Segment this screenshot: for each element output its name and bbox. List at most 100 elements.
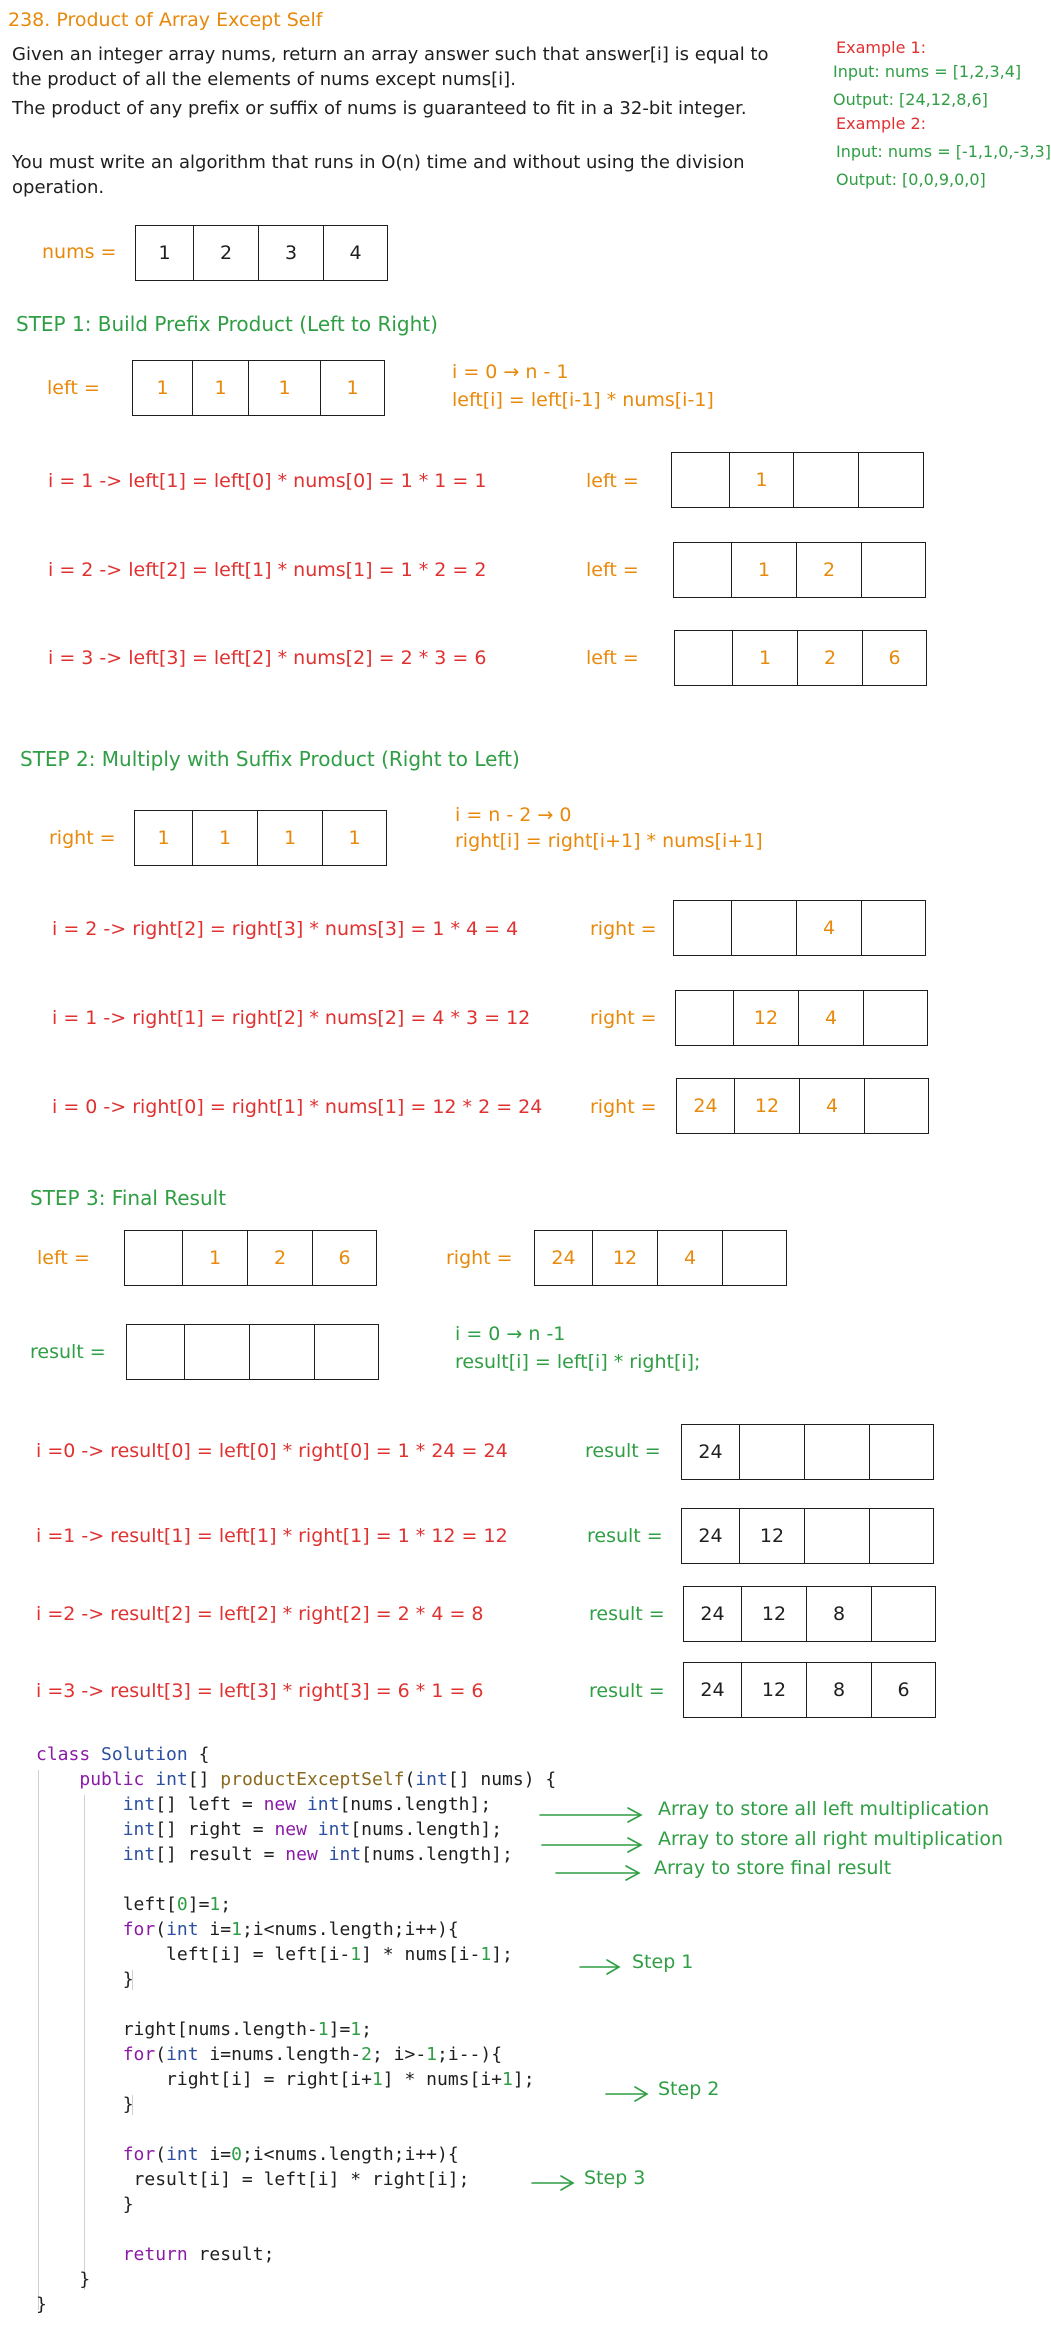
example-1-input: Input: nums = [1,2,3,4] (833, 62, 1022, 81)
step1-note: Step 1 (632, 1951, 694, 1973)
step1-row3-array-cell-1: 1 (733, 631, 798, 685)
step3-result-init-array-cell-1 (185, 1325, 250, 1379)
example-1-title: Example 1: (836, 38, 927, 57)
step2-right-init-array-cell-2: 1 (258, 811, 323, 865)
step2-row2-label: right = (590, 1007, 657, 1029)
step1-row2-label: left = (586, 559, 639, 581)
step3-iteration-1: i =0 -> result[0] = left[0] * right[0] =… (36, 1440, 508, 1462)
step1-row3-array-cell-3: 6 (888, 647, 901, 669)
step1-iteration-2: i = 2 -> left[2] = left[1] * nums[1] = 1… (48, 559, 487, 581)
step3-row4-array-cell-2: 8 (807, 1663, 872, 1717)
step3-result-init-array-cell-2 (250, 1325, 315, 1379)
step3-row1-array-cell-0: 24 (682, 1425, 740, 1479)
step3-result-init-array-cell-0 (127, 1325, 185, 1379)
step3-heading: STEP 3: Final Result (30, 1186, 227, 1210)
step2-heading: STEP 2: Multiply with Suffix Product (Ri… (20, 747, 520, 771)
code-line: left[0]=1; (36, 1894, 232, 1915)
result-array-note: Array to store final result (654, 1857, 892, 1879)
step1-row1-array-cell-2 (794, 453, 859, 507)
code-line: right[nums.length-1]=1; (36, 2019, 372, 2040)
code-line: result[i] = left[i] * right[i]; (36, 2169, 470, 2190)
step3-row1-array: 24 (681, 1424, 934, 1480)
code-line: return result; (122, 2244, 275, 2265)
step3-right-array-cell-1: 12 (593, 1231, 658, 1285)
step3-left-array-cell-3: 6 (338, 1247, 351, 1269)
step3-row1-array-cell-2 (805, 1425, 870, 1479)
step3-row2-array-cell-1: 12 (740, 1509, 805, 1563)
nums-array-cell-0: 1 (136, 226, 194, 280)
step1-row1-label: left = (586, 470, 639, 492)
step3-iteration-3: i =2 -> result[2] = left[2] * right[2] =… (36, 1603, 484, 1625)
arrow-right-note (541, 1837, 643, 1853)
code-line: for(int i=0;i<nums.length;i++){ (122, 2144, 459, 2165)
code-line: for(int i=1;i<nums.length;i++){ (122, 1919, 459, 1940)
step3-row3-array-cell-1: 12 (742, 1587, 807, 1641)
step3-row3-array-cell-0: 24 (684, 1587, 742, 1641)
step3-left-array-cell-1: 1 (183, 1231, 248, 1285)
step1-row1-array: 1 (671, 452, 924, 508)
step2-iteration-1: i = 2 -> right[2] = right[3] * nums[3] =… (52, 918, 519, 940)
step3-result-init-array (126, 1324, 379, 1380)
step2-right-init-array-cell-0: 1 (135, 811, 193, 865)
code-indent-guide-1 (38, 1770, 39, 2310)
problem-description-2: The product of any prefix or suffix of n… (12, 98, 747, 119)
step3-row4-array-cell-3: 6 (897, 1679, 910, 1701)
step1-row2-array-cell-1: 1 (732, 543, 797, 597)
solution-code: class Solution { public int[] productExc… (36, 1742, 556, 2317)
step3-iteration-2: i =1 -> result[1] = left[1] * right[1] =… (36, 1525, 508, 1547)
step1-rule: left[i] = left[i-1] * nums[i-1] (452, 389, 714, 411)
code-line: int[] left = new int[nums.length]; (122, 1794, 492, 1815)
problem-description-3: You must write an algorithm that runs in… (12, 152, 745, 198)
example-2-title: Example 2: (836, 114, 927, 133)
arrow-result-note (555, 1865, 641, 1881)
step2-row1-array: 4 (673, 900, 926, 956)
step3-row3-array-cell-2: 8 (807, 1587, 872, 1641)
step3-result-label: result = (30, 1341, 106, 1363)
step1-left-init-array-cell-0: 1 (133, 361, 193, 415)
step2-iteration-2: i = 1 -> right[1] = right[2] * nums[2] =… (52, 1007, 531, 1029)
left-array-note: Array to store all left multiplication (658, 1798, 990, 1820)
step3-right-array-cell-0: 24 (535, 1231, 593, 1285)
arrow-step1 (579, 1959, 621, 1975)
step2-row2-array-cell-1: 12 (734, 991, 799, 1045)
step1-row3-label: left = (586, 647, 639, 669)
step3-right-label: right = (446, 1247, 513, 1269)
code-line: for(int i=nums.length-2; i>-1;i--){ (122, 2044, 503, 2065)
step2-row2-array-cell-2: 4 (799, 991, 864, 1045)
step3-row2-label: result = (587, 1525, 663, 1547)
step2-rule: right[i] = right[i+1] * nums[i+1] (455, 830, 763, 852)
step1-range: i = 0 → n - 1 (452, 361, 569, 383)
step3-range: i = 0 → n -1 (455, 1323, 566, 1345)
step3-row3-label: result = (589, 1603, 665, 1625)
step1-row3-array-cell-2: 2 (798, 631, 863, 685)
nums-label: nums = (42, 241, 117, 263)
step2-row1-label: right = (590, 918, 657, 940)
step3-rule: result[i] = left[i] * right[i]; (455, 1351, 701, 1373)
step3-left-label: left = (37, 1247, 90, 1269)
example-1-output: Output: [24,12,8,6] (833, 90, 988, 109)
step3-row1-label: result = (585, 1440, 661, 1462)
step1-iteration-1: i = 1 -> left[1] = left[0] * nums[0] = 1… (48, 470, 487, 492)
step3-left-array-cell-2: 2 (248, 1231, 313, 1285)
code-line: } (36, 2294, 47, 2315)
step2-right-init-array-cell-3: 1 (348, 827, 361, 849)
arrow-step3 (531, 2175, 575, 2191)
step3-row2-array-cell-2 (805, 1509, 870, 1563)
step2-row3-array-cell-1: 12 (735, 1079, 800, 1133)
code-line: } (36, 1969, 134, 1990)
step1-row2-array-cell-0 (674, 543, 732, 597)
step3-row2-array-cell-0: 24 (682, 1509, 740, 1563)
